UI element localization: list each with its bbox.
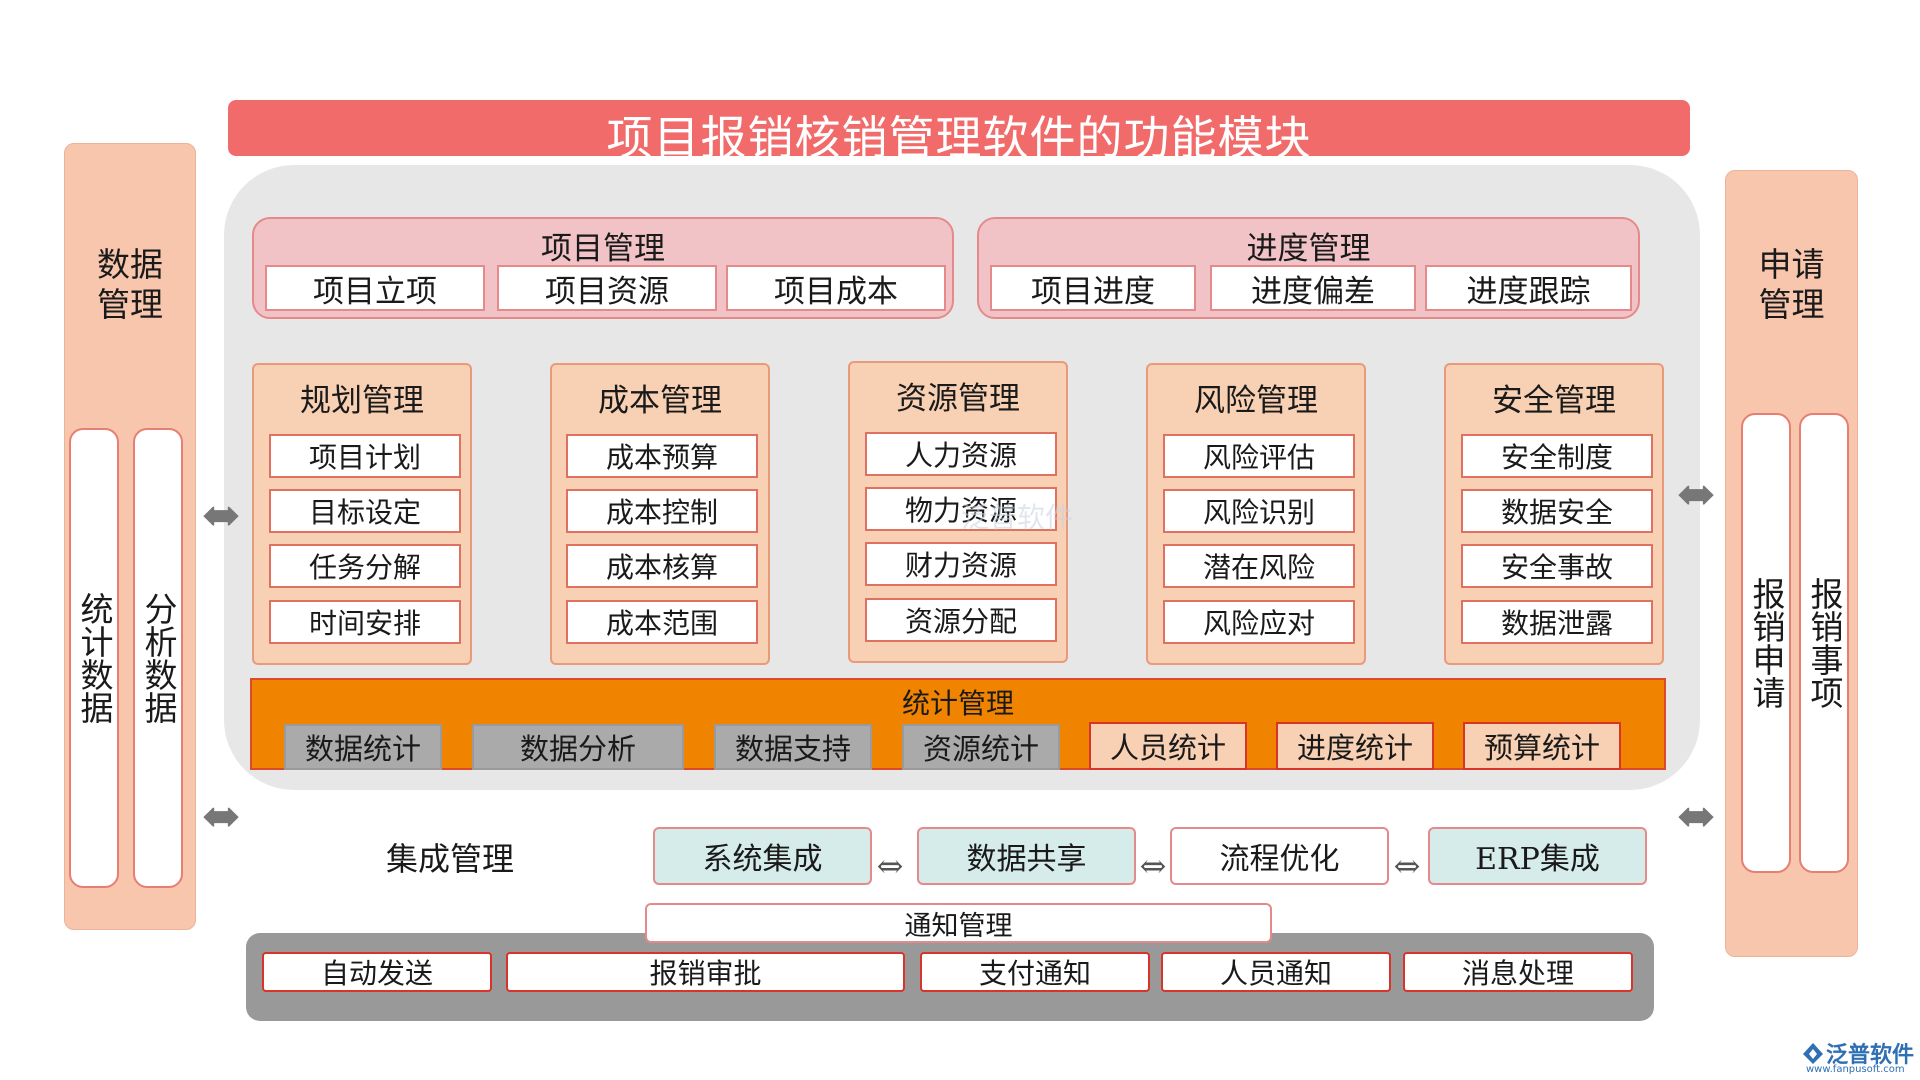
fanpusoft-logo-icon <box>1800 1040 1826 1066</box>
watermark: 泛普软件 <box>960 501 1073 534</box>
process-optimization-item[interactable]: 流程优化 <box>1170 827 1389 885</box>
security-management-title: 安全管理 <box>1492 382 1616 419</box>
logo-name: 泛普软件 <box>1826 1043 1915 1068</box>
analysis-data-box[interactable]: 分析数据 <box>133 428 183 888</box>
data-management-title: 数据 管理 <box>97 245 163 324</box>
left-arrow-upper-icon: ⬌ <box>201 488 241 542</box>
notification-management-title: 通知管理 <box>645 903 1272 943</box>
data-sharing-item[interactable]: 数据共享 <box>917 827 1136 885</box>
statistics-management-title: 统计管理 <box>901 687 1014 720</box>
risk-assessment-item[interactable]: 风险评估 <box>1163 434 1355 478</box>
budget-statistics-item[interactable]: 预算统计 <box>1463 722 1621 770</box>
payment-notice-item[interactable]: 支付通知 <box>920 952 1150 992</box>
cost-budget-item[interactable]: 成本预算 <box>566 434 758 478</box>
financial-resources-item[interactable]: 财力资源 <box>865 542 1057 586</box>
schedule-tracking-item[interactable]: 进度跟踪 <box>1425 265 1632 311</box>
statistics-data-box[interactable]: 统计数据 <box>69 428 119 888</box>
data-security-item[interactable]: 数据安全 <box>1461 489 1653 533</box>
potential-risk-item[interactable]: 潜在风险 <box>1163 544 1355 588</box>
resource-management-title: 资源管理 <box>896 380 1020 417</box>
resource-statistics-item[interactable]: 资源统计 <box>902 724 1060 770</box>
cost-accounting-item[interactable]: 成本核算 <box>566 544 758 588</box>
project-management-title: 项目管理 <box>541 230 665 267</box>
application-management-title: 申请 管理 <box>1758 245 1825 324</box>
security-incident-item[interactable]: 安全事故 <box>1461 544 1653 588</box>
system-integration-item[interactable]: 系统集成 <box>653 827 872 885</box>
right-arrow-upper-icon: ⬌ <box>1676 467 1716 521</box>
reimbursement-application-box[interactable]: 报销申请 <box>1741 413 1791 873</box>
erp-integration-item[interactable]: ERP集成 <box>1428 827 1647 885</box>
logo-url: www.fanpusoft.com <box>1806 1064 1905 1075</box>
left-arrow-lower-icon: ⬌ <box>201 789 241 843</box>
project-initiation-item[interactable]: 项目立项 <box>265 265 485 311</box>
page-title: 项目报销核销管理软件的功能模块 <box>606 111 1312 165</box>
schedule-management-title: 进度管理 <box>1246 230 1371 267</box>
integration-arrow-1-icon: ⇔ <box>876 847 904 885</box>
integration-arrow-3-icon: ⇔ <box>1393 847 1421 885</box>
task-breakdown-item[interactable]: 任务分解 <box>269 544 461 588</box>
risk-management-title: 风险管理 <box>1194 382 1318 419</box>
time-arrangement-item[interactable]: 时间安排 <box>269 600 461 644</box>
human-resources-item[interactable]: 人力资源 <box>865 432 1057 476</box>
cost-control-item[interactable]: 成本控制 <box>566 489 758 533</box>
auto-send-item[interactable]: 自动发送 <box>262 952 492 992</box>
project-cost-item[interactable]: 项目成本 <box>726 265 946 311</box>
planning-management-title: 规划管理 <box>300 382 424 419</box>
data-analysis-item[interactable]: 数据分析 <box>472 724 684 770</box>
data-statistics-item[interactable]: 数据统计 <box>284 724 442 770</box>
personnel-statistics-item[interactable]: 人员统计 <box>1089 722 1247 770</box>
integration-arrow-2-icon: ⇔ <box>1139 847 1167 885</box>
risk-response-item[interactable]: 风险应对 <box>1163 600 1355 644</box>
resource-allocation-item[interactable]: 资源分配 <box>865 598 1057 642</box>
reimbursement-approval-item[interactable]: 报销审批 <box>506 952 905 992</box>
data-leak-item[interactable]: 数据泄露 <box>1461 600 1653 644</box>
goal-setting-item[interactable]: 目标设定 <box>269 489 461 533</box>
cost-scope-item[interactable]: 成本范围 <box>566 600 758 644</box>
message-processing-item[interactable]: 消息处理 <box>1403 952 1633 992</box>
material-resources-item[interactable]: 物力资源 <box>865 487 1057 531</box>
personnel-notice-item[interactable]: 人员通知 <box>1161 952 1391 992</box>
right-arrow-lower-icon: ⬌ <box>1676 789 1716 843</box>
project-plan-item[interactable]: 项目计划 <box>269 434 461 478</box>
reimbursement-items-box[interactable]: 报销事项 <box>1799 413 1849 873</box>
security-policy-item[interactable]: 安全制度 <box>1461 434 1653 478</box>
data-support-item[interactable]: 数据支持 <box>714 724 872 770</box>
cost-management-title: 成本管理 <box>598 382 722 419</box>
risk-identification-item[interactable]: 风险识别 <box>1163 489 1355 533</box>
schedule-deviation-item[interactable]: 进度偏差 <box>1210 265 1416 311</box>
project-progress-item[interactable]: 项目进度 <box>990 265 1196 311</box>
title-bar <box>228 100 1690 156</box>
project-resources-item[interactable]: 项目资源 <box>497 265 717 311</box>
progress-statistics-item[interactable]: 进度统计 <box>1276 722 1434 770</box>
integration-management-label: 集成管理 <box>385 840 514 878</box>
